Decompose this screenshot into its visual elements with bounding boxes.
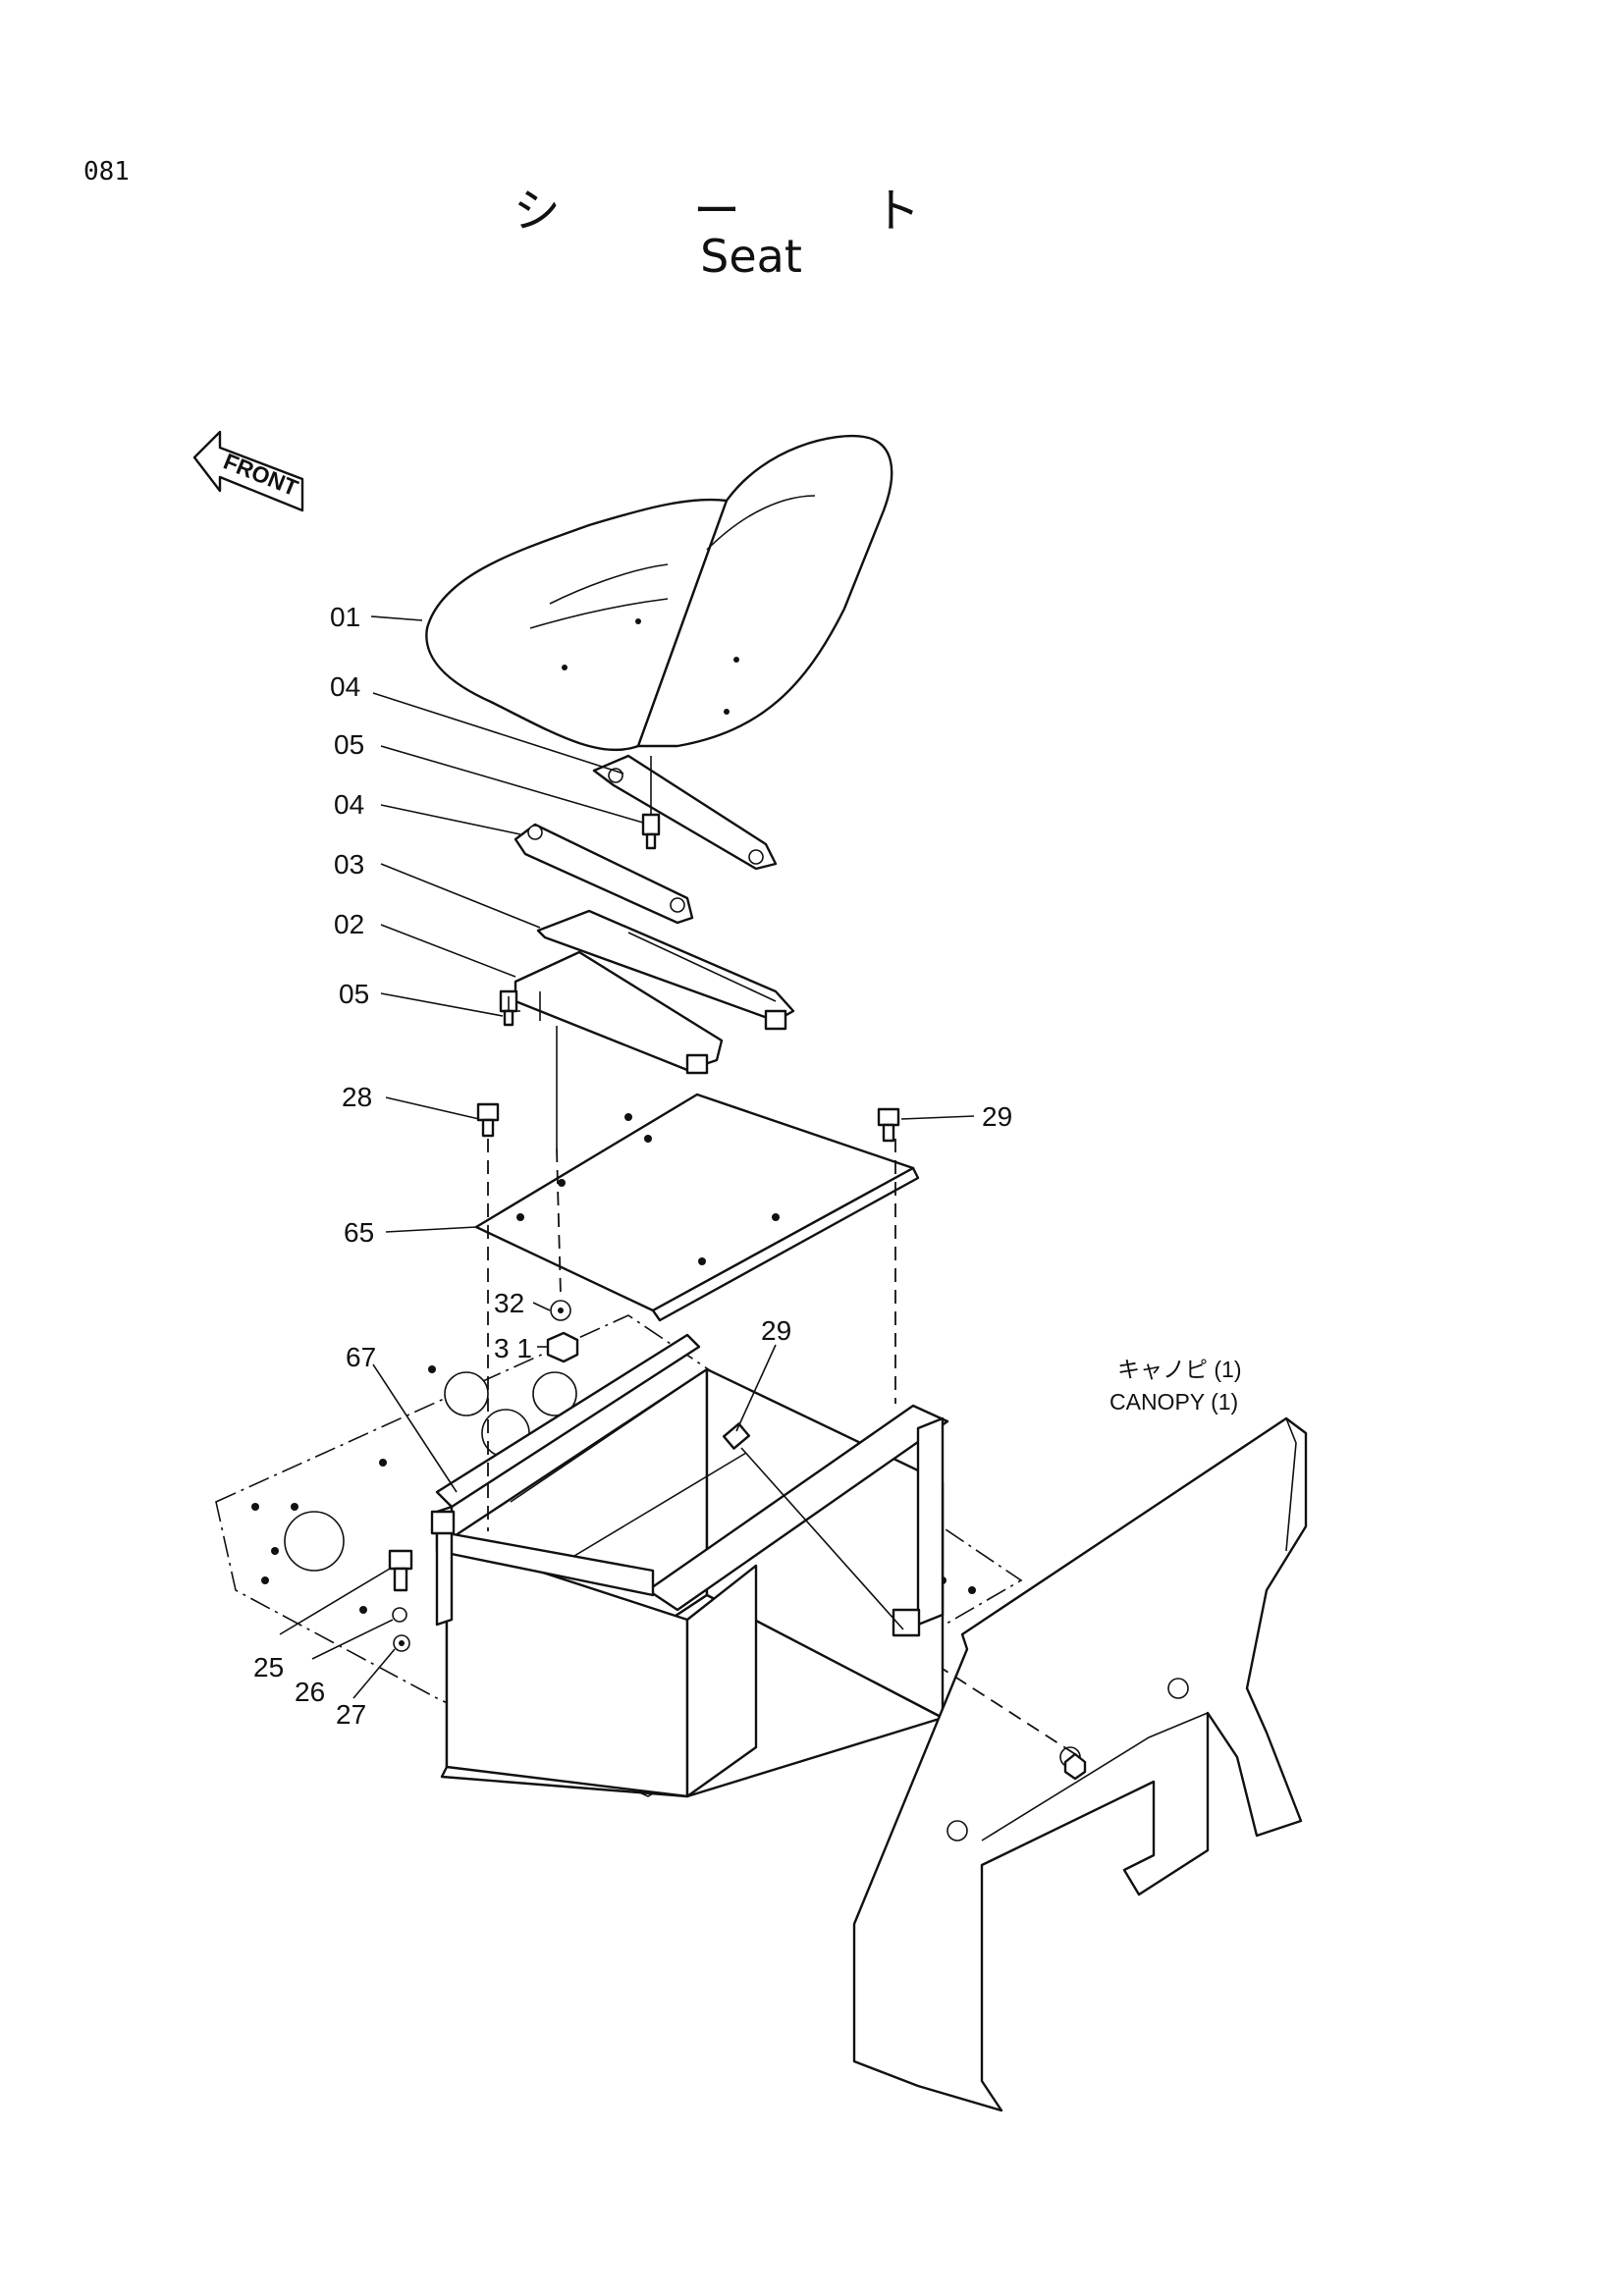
callout-28: 28	[342, 1082, 372, 1112]
callout-67: 67	[346, 1342, 376, 1372]
front-arrow-icon: FRONT	[192, 430, 304, 512]
callout-25: 25	[253, 1652, 284, 1682]
callout-05-upper: 05	[334, 729, 364, 760]
canopy-label-english: CANOPY (1)	[1109, 1389, 1238, 1415]
title-english: Seat	[700, 230, 802, 283]
callout-65: 65	[344, 1217, 374, 1248]
page-number: 081	[83, 157, 130, 187]
callout-26: 26	[295, 1677, 325, 1707]
callout-31: 3 1	[494, 1333, 532, 1363]
callout-01: 01	[330, 602, 360, 632]
callout-32: 32	[494, 1288, 524, 1318]
assembly-lines	[487, 756, 1076, 1755]
fastener-bolts	[388, 813, 1087, 1781]
seat-slide-rails	[514, 909, 795, 1075]
callout-02: 02	[334, 909, 364, 939]
canopy-reference: キャノピ (1) CANOPY (1)	[1109, 1357, 1242, 1415]
seat-plate	[474, 1093, 920, 1322]
callout-03: 03	[334, 849, 364, 880]
callout-27: 27	[336, 1699, 366, 1730]
seat-brackets	[514, 754, 778, 925]
callout-29-lower: 29	[761, 1315, 791, 1346]
canopy-label-japanese: キャノピ (1)	[1117, 1357, 1242, 1382]
seat-cushion	[425, 434, 893, 752]
seat-stand-box	[430, 1333, 949, 1798]
callout-29-upper: 29	[982, 1101, 1012, 1132]
callout-04-lower: 04	[334, 789, 364, 820]
callout-05-lower: 05	[339, 979, 369, 1009]
callout-04-upper: 04	[330, 671, 360, 702]
callout-labels: 01 04 05 04 03 02 05 28 29 65 32 3 1 67 …	[253, 602, 1012, 1730]
title-japanese: シ ー ト	[513, 184, 980, 239]
callout-leaders	[279, 615, 975, 1699]
